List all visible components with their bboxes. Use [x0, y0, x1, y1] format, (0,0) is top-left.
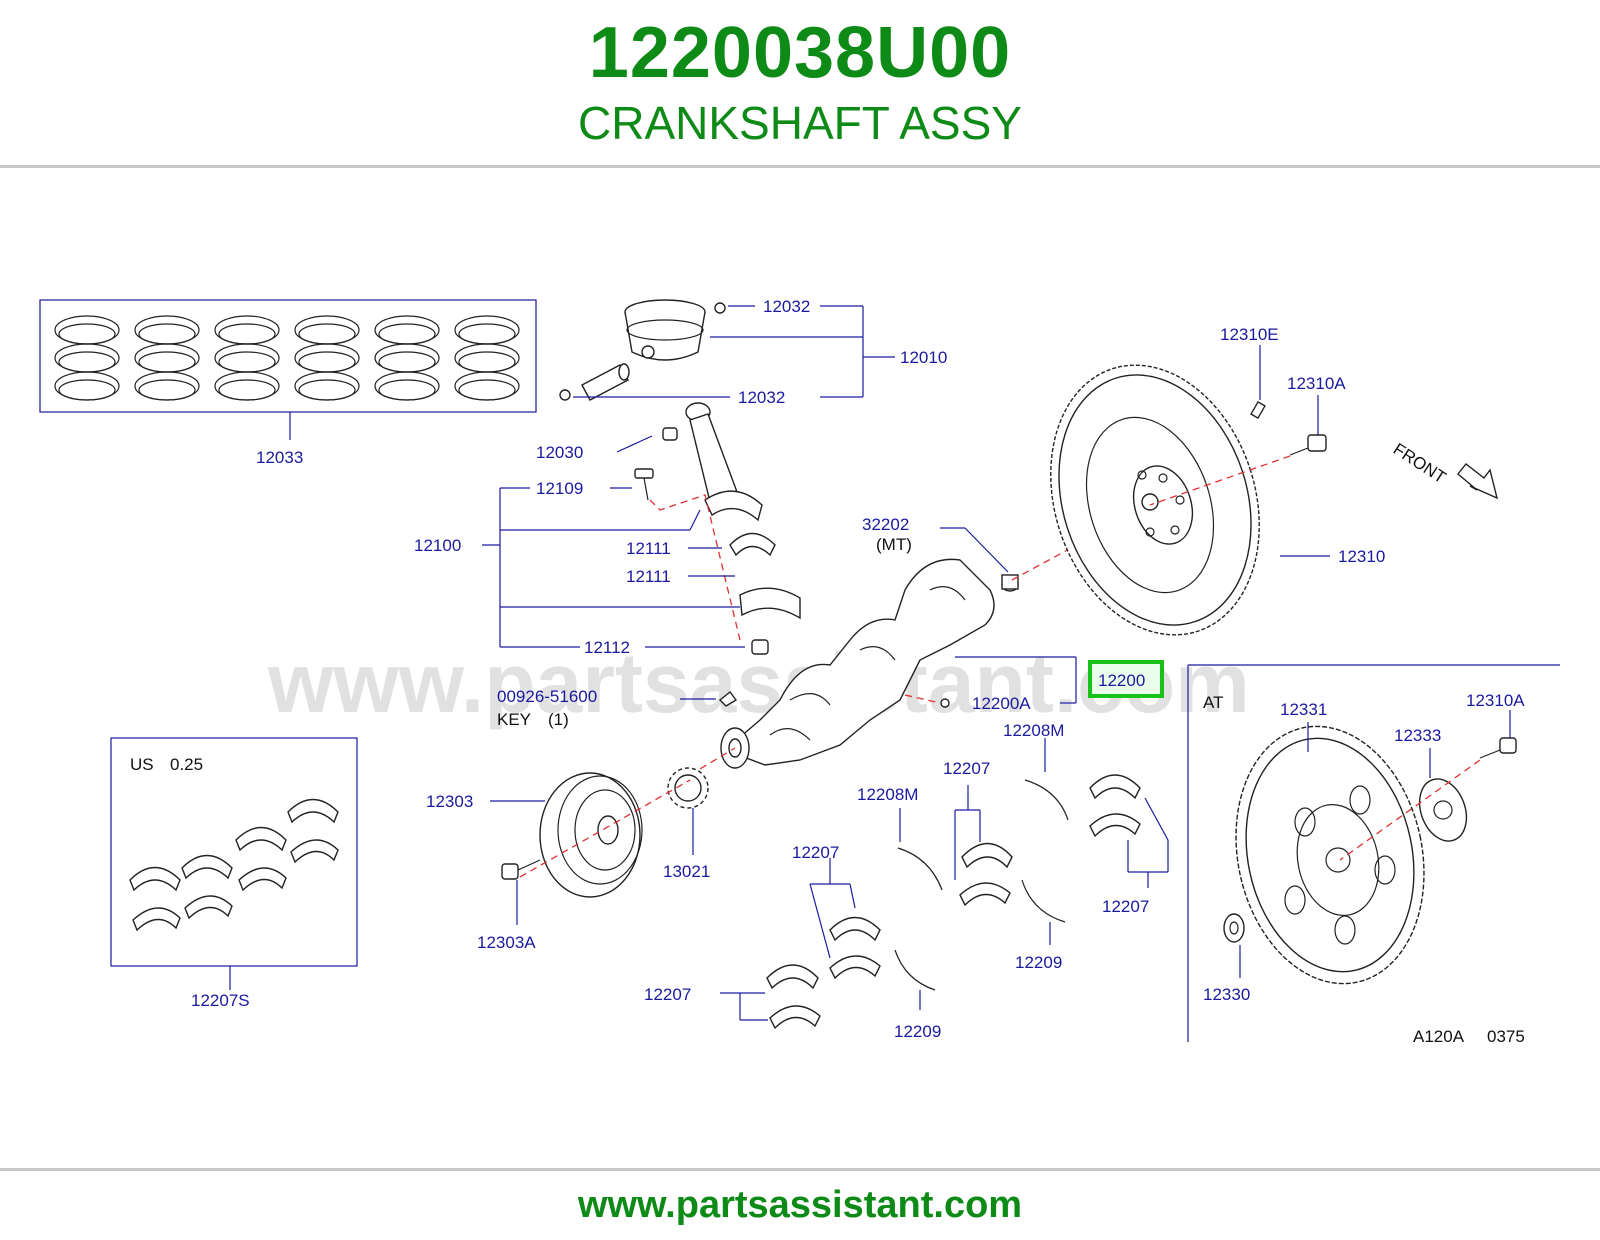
rod-bearing-upper [729, 532, 776, 557]
label-us: US [130, 755, 154, 774]
label-12303a[interactable]: 12303A [477, 933, 536, 952]
label-us-size: 0.25 [170, 755, 203, 774]
label-12100[interactable]: 12100 [414, 536, 461, 555]
diagram-code: A120A [1413, 1027, 1465, 1046]
label-12310e[interactable]: 12310E [1220, 325, 1279, 344]
front-arrow-icon [1457, 463, 1499, 500]
label-12033[interactable]: 12033 [256, 448, 303, 467]
label-12109[interactable]: 12109 [536, 479, 583, 498]
diagram-code-number: 0375 [1487, 1027, 1525, 1046]
label-12010[interactable]: 12010 [900, 348, 947, 367]
label-key: KEY [497, 710, 531, 729]
crankshaft-pulley [539, 772, 643, 898]
highlight-12200-box [1088, 660, 1164, 698]
undersize-bearing-box [110, 737, 358, 967]
label-32202[interactable]: 32202 [862, 515, 909, 534]
label-12330[interactable]: 12330 [1203, 985, 1250, 1004]
drive-plate-bolt [1479, 737, 1517, 759]
page-header: 1220038U00 CRANKSHAFT ASSY [0, 0, 1600, 168]
crankshaft-exploded-diagram: www.partsassistant.com 12033 12032 12032 [39, 297, 1560, 1046]
label-00926-51600[interactable]: 00926-51600 [497, 687, 597, 706]
label-12030[interactable]: 12030 [536, 443, 583, 462]
label-12207-upper-mid[interactable]: 12207 [943, 759, 990, 778]
footer-divider [0, 1168, 1600, 1171]
label-12200a[interactable]: 12200A [972, 694, 1031, 713]
label-12111-upper[interactable]: 12111 [626, 539, 671, 558]
connecting-rod [685, 402, 763, 522]
part-name-subtitle: CRANKSHAFT ASSY [578, 97, 1022, 149]
reinforcement-plate [1418, 778, 1468, 842]
piston-ring-sets [54, 315, 520, 401]
label-12207-right[interactable]: 12207 [1102, 897, 1149, 916]
piston-rings-box [39, 299, 537, 413]
drive-plate-at [1235, 725, 1425, 985]
piston-pin [581, 363, 630, 401]
label-key-qty: (1) [548, 710, 569, 729]
label-12208m-right[interactable]: 12208M [1003, 721, 1064, 740]
label-12207-mid[interactable]: 12207 [792, 843, 839, 862]
label-12032-upper[interactable]: 12032 [763, 297, 810, 316]
flywheel-mt [1050, 364, 1260, 636]
crankshaft-plug [940, 698, 950, 708]
label-at: AT [1203, 693, 1223, 712]
header-divider [0, 165, 1600, 168]
main-bearing-shells [766, 774, 1141, 1030]
label-12200[interactable]: 12200 [1098, 671, 1145, 690]
label-12208m-left[interactable]: 12208M [857, 785, 918, 804]
crankshaft-sprocket [667, 767, 709, 809]
part-number-title: 1220038U00 [588, 13, 1012, 93]
rod-bolt [634, 468, 654, 501]
piston [624, 299, 706, 361]
label-12209-bottom[interactable]: 12209 [894, 1022, 941, 1041]
snap-ring-upper [714, 302, 726, 314]
label-12310[interactable]: 12310 [1338, 547, 1385, 566]
snap-ring-lower [559, 389, 571, 401]
label-12207-bottom[interactable]: 12207 [644, 985, 691, 1004]
crankshaft [720, 558, 995, 769]
piston-ring-set [54, 315, 120, 401]
thrust-washers [894, 779, 1069, 991]
label-12303[interactable]: 12303 [426, 792, 473, 811]
pulley-bolt [501, 859, 541, 880]
rod-nut [751, 639, 769, 655]
label-12310a[interactable]: 12310A [1287, 374, 1346, 393]
label-12111-lower[interactable]: 12111 [626, 567, 671, 586]
label-12331[interactable]: 12331 [1280, 700, 1327, 719]
pilot-converter [1223, 913, 1245, 943]
label-12310a-at[interactable]: 12310A [1466, 691, 1525, 710]
label-12209-right[interactable]: 12209 [1015, 953, 1062, 972]
flywheel-bolt [1289, 434, 1327, 456]
woodruff-key [718, 691, 738, 707]
front-indicator-label: FRONT [1390, 439, 1449, 487]
rod-cap [739, 587, 801, 620]
label-12333[interactable]: 12333 [1394, 726, 1441, 745]
label-12032-lower[interactable]: 12032 [738, 388, 785, 407]
footer-website-link[interactable]: www.partsassistant.com [577, 1184, 1023, 1226]
label-12207s[interactable]: 12207S [191, 991, 250, 1010]
label-13021[interactable]: 13021 [663, 862, 710, 881]
undersize-bearing-shells [129, 798, 339, 932]
label-mt: (MT) [876, 535, 912, 554]
dowel-pin [1250, 400, 1266, 420]
label-12112[interactable]: 12112 [584, 638, 630, 657]
rod-bushing [662, 427, 678, 441]
